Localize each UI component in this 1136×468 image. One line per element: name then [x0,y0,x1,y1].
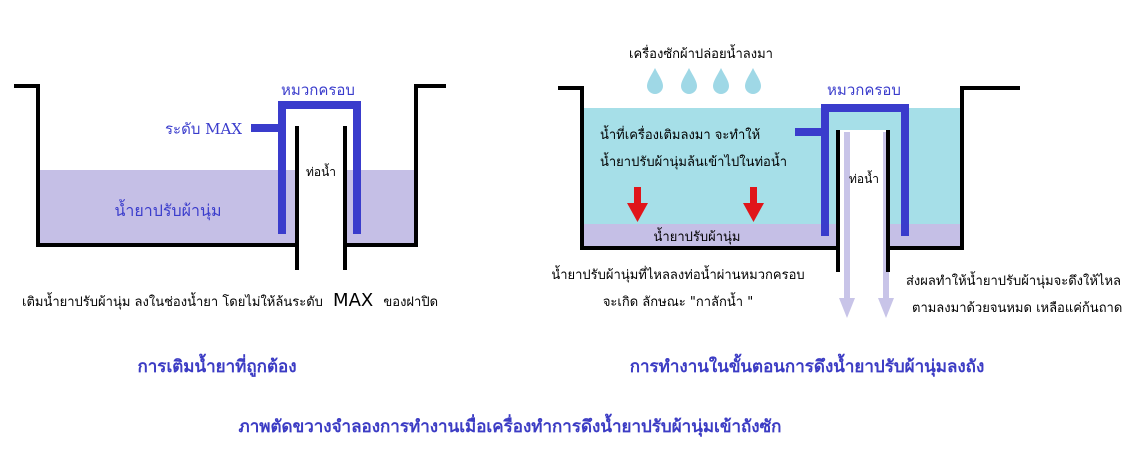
water-drops [647,68,761,94]
water-drop-icon [713,68,729,94]
main-caption: ภาพตัดขวางจำลองการทำงานเมื่อเครื่องทำการ… [239,413,782,437]
left-pipe-label: ท่อน้ำ [306,163,336,179]
left-max-label: ระดับ MAX [165,120,242,138]
right-liquid-label: น้ำยาปรับผ้านุ่ม [654,227,741,245]
right-softener-liquid [583,224,961,248]
siphon-flow-left-head [839,298,855,318]
red-down-arrow-icon [743,203,764,222]
left-panel: หมวกครอบ ระดับ MAX ท่อน้ำ น้ำยาปรับผ้านุ… [14,81,446,378]
water-drop-icon [647,68,663,94]
water-drop-icon [745,68,761,94]
right-caption: การทำงานในขั้นตอนการดึงน้ำยาปรับผ้านุ่มล… [630,353,985,377]
result-note-line1: ส่งผลทำให้น้ำยาปรับผ้านุ่มจะดึงให้ไหล [906,271,1121,289]
red-arrow-shaft-left [634,187,641,205]
red-down-arrows [627,187,764,222]
right-tray-outline-right [888,86,1020,250]
left-instruction-suffix: ของฝาปิด [383,295,438,310]
left-cap-label: หมวกครอบ [281,81,355,99]
water-release-label: เครื่องซักผ้าปล่อยน้ำลงมา [629,44,773,62]
result-note-line2: ตามลงมาด้วยจนหมด เหลือแค่ก้นถาด [912,300,1122,316]
left-instruction: เติมน้ำยาปรับผ้านุ่ม ลงในช่องน้ำยา โดยไม… [22,290,438,311]
right-tray-outline [558,86,838,250]
right-panel: เครื่องซักผ้าปล่อยน้ำลงมา หมวกครอบ น้ำที… [551,44,1122,377]
water-note-line2: น้ำยาปรับผ้านุ่มล้นเข้าไปในท่อน้ำ [600,152,787,170]
water-note-line1: น้ำที่เครื่องเติมลงมา จะทำให้ [600,125,760,143]
right-pipe-label: ท่อน้ำ [849,170,879,186]
left-instruction-max: MAX [333,290,373,311]
left-liquid-label: น้ำยาปรับผ้านุ่ม [114,199,221,221]
siphon-note-line2: จะเกิด ลักษณะ "กาลักน้ำ " [603,292,753,310]
left-cap [278,101,361,234]
left-instruction-prefix: เติมน้ำยาปรับผ้านุ่ม ลงในช่องน้ำยา โดยไม… [22,292,323,310]
right-cap [821,104,909,236]
right-cap-label: หมวกครอบ [827,81,901,99]
left-pipe-interior [297,126,345,244]
left-softener-liquid [40,170,415,244]
red-down-arrow-icon [627,203,648,222]
left-caption: การเติมน้ำยาที่ถูกต้อง [137,353,296,378]
siphon-note-line1: น้ำยาปรับผ้านุ่มที่ไหลลงท่อน้ำผ่านหมวกคร… [551,265,804,283]
water-drop-icon [681,68,697,94]
siphon-flow-right-head [878,298,894,318]
left-tray-outline [14,84,296,247]
left-tray-outline-right [346,84,446,247]
red-arrow-shaft-right [750,187,757,205]
